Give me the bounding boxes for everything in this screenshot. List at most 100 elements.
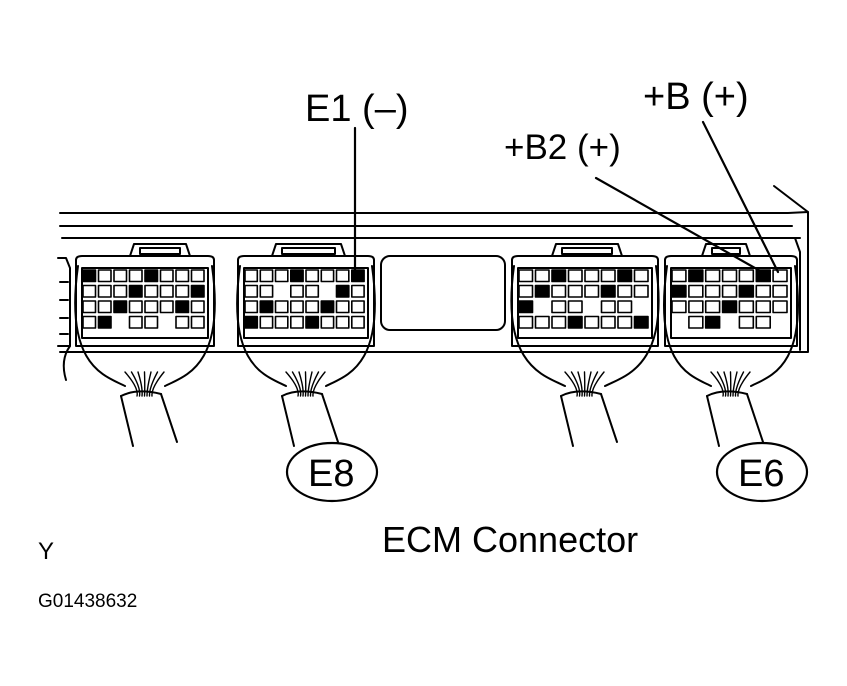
- pin-cavity: [567, 269, 583, 283]
- partial-connector-left: [57, 257, 71, 381]
- pin-cavity: [274, 315, 289, 329]
- pin-cavity: [289, 315, 304, 329]
- pin-cavity: [144, 315, 159, 329]
- pin-cavity: [534, 269, 550, 283]
- pin-cavity: [190, 315, 205, 329]
- pin-cavity: [113, 269, 128, 283]
- pin-cavity: [617, 284, 633, 298]
- pin-cavity: [335, 300, 350, 314]
- pin-cavity: [289, 269, 304, 283]
- corner-mark: Y: [38, 538, 55, 565]
- pin-cavity: [259, 300, 274, 314]
- figure-id: G01438632: [38, 591, 138, 612]
- pin-cavity: [144, 300, 159, 314]
- pin-cavity: [617, 269, 633, 283]
- pin-cavity: [128, 315, 143, 329]
- pin-cavity: [259, 315, 274, 329]
- pin-cavity: [276, 286, 288, 298]
- pin-cavity: [305, 300, 320, 314]
- pin-cavity: [320, 269, 335, 283]
- pin-cavity: [335, 284, 350, 298]
- callout-ovals: [285, 441, 809, 503]
- pin-cavity: [274, 300, 289, 314]
- pin-cavity: [738, 315, 755, 329]
- center-panel: [380, 255, 506, 331]
- pin-cavity: [161, 317, 174, 329]
- pin-cavity: [551, 284, 567, 298]
- pin-cavity: [350, 284, 365, 298]
- pin-cavity: [721, 284, 738, 298]
- pin-cavity: [688, 315, 704, 329]
- pin-cavity: [97, 269, 112, 283]
- pin-cavity: [772, 300, 788, 314]
- pin-cavity: [600, 300, 616, 314]
- pin-cavity: [82, 269, 97, 283]
- pin-cavity: [259, 284, 274, 298]
- pin-cavity: [584, 284, 600, 298]
- pin-cavity: [305, 284, 320, 298]
- pin-cavity: [274, 269, 289, 283]
- pin-cavity: [755, 269, 771, 283]
- pin-cavity: [723, 317, 737, 329]
- pin-cavity: [190, 269, 205, 283]
- connector-body-e7: [74, 243, 216, 447]
- pin-cavity: [600, 315, 616, 329]
- pin-cavity: [617, 300, 633, 314]
- pin-cavity: [350, 300, 365, 314]
- pin-cavity: [144, 284, 159, 298]
- pin-cavity: [633, 315, 649, 329]
- pin-cavity: [567, 315, 583, 329]
- pin-label-b: +B (+): [643, 76, 749, 118]
- pin-cavity: [175, 300, 190, 314]
- pin-cavity: [688, 300, 704, 314]
- pin-label-e1: E1 (–): [305, 88, 409, 130]
- pin-cavity: [688, 284, 704, 298]
- pin-cavity: [671, 300, 687, 314]
- pin-cavity: [551, 315, 567, 329]
- pin-cavity: [97, 315, 112, 329]
- pin-cavity: [289, 284, 304, 298]
- pin-cavity: [584, 315, 600, 329]
- pin-cavity: [738, 269, 755, 283]
- pin-cavity: [738, 284, 755, 298]
- pin-cavity: [773, 317, 787, 329]
- pin-cavity: [244, 284, 259, 298]
- pin-cavity: [159, 284, 174, 298]
- diagram-caption: ECM Connector: [382, 519, 639, 560]
- pin-cavity: [671, 284, 687, 298]
- pin-cavity: [350, 315, 365, 329]
- connector-body-e8: [236, 243, 376, 447]
- pin-cavity: [82, 284, 97, 298]
- pin-cavity: [772, 284, 788, 298]
- pin-cavity: [82, 315, 97, 329]
- pin-cavity: [704, 284, 721, 298]
- pin-cavity: [335, 269, 350, 283]
- leader-b: [701, 120, 780, 274]
- pin-cavity: [585, 301, 599, 313]
- connector-label-e6: E6: [738, 453, 785, 495]
- pin-cavity: [721, 300, 738, 314]
- pin-cavity: [144, 269, 159, 283]
- pin-cavity: [704, 315, 721, 329]
- pin-cavity: [244, 315, 259, 329]
- pin-cavity: [635, 301, 649, 313]
- pin-cavity: [321, 286, 333, 298]
- pin-cavity: [755, 300, 771, 314]
- pin-cavity: [113, 284, 128, 298]
- pin-cavity: [755, 315, 771, 329]
- leader-lines: [353, 120, 780, 274]
- pin-cavity: [536, 301, 550, 313]
- pin-cavity: [600, 269, 616, 283]
- pin-cavity: [175, 315, 190, 329]
- pin-cavity: [114, 317, 127, 329]
- pin-cavity: [289, 300, 304, 314]
- pin-cavity: [518, 284, 534, 298]
- pin-cavity: [159, 300, 174, 314]
- pin-cavity: [633, 269, 649, 283]
- pin-cavity: [82, 300, 97, 314]
- pin-cavity: [721, 269, 738, 283]
- pin-cavity: [672, 317, 686, 329]
- oval-e8: [285, 441, 379, 503]
- pin-cavity: [305, 269, 320, 283]
- pin-cavity: [534, 284, 550, 298]
